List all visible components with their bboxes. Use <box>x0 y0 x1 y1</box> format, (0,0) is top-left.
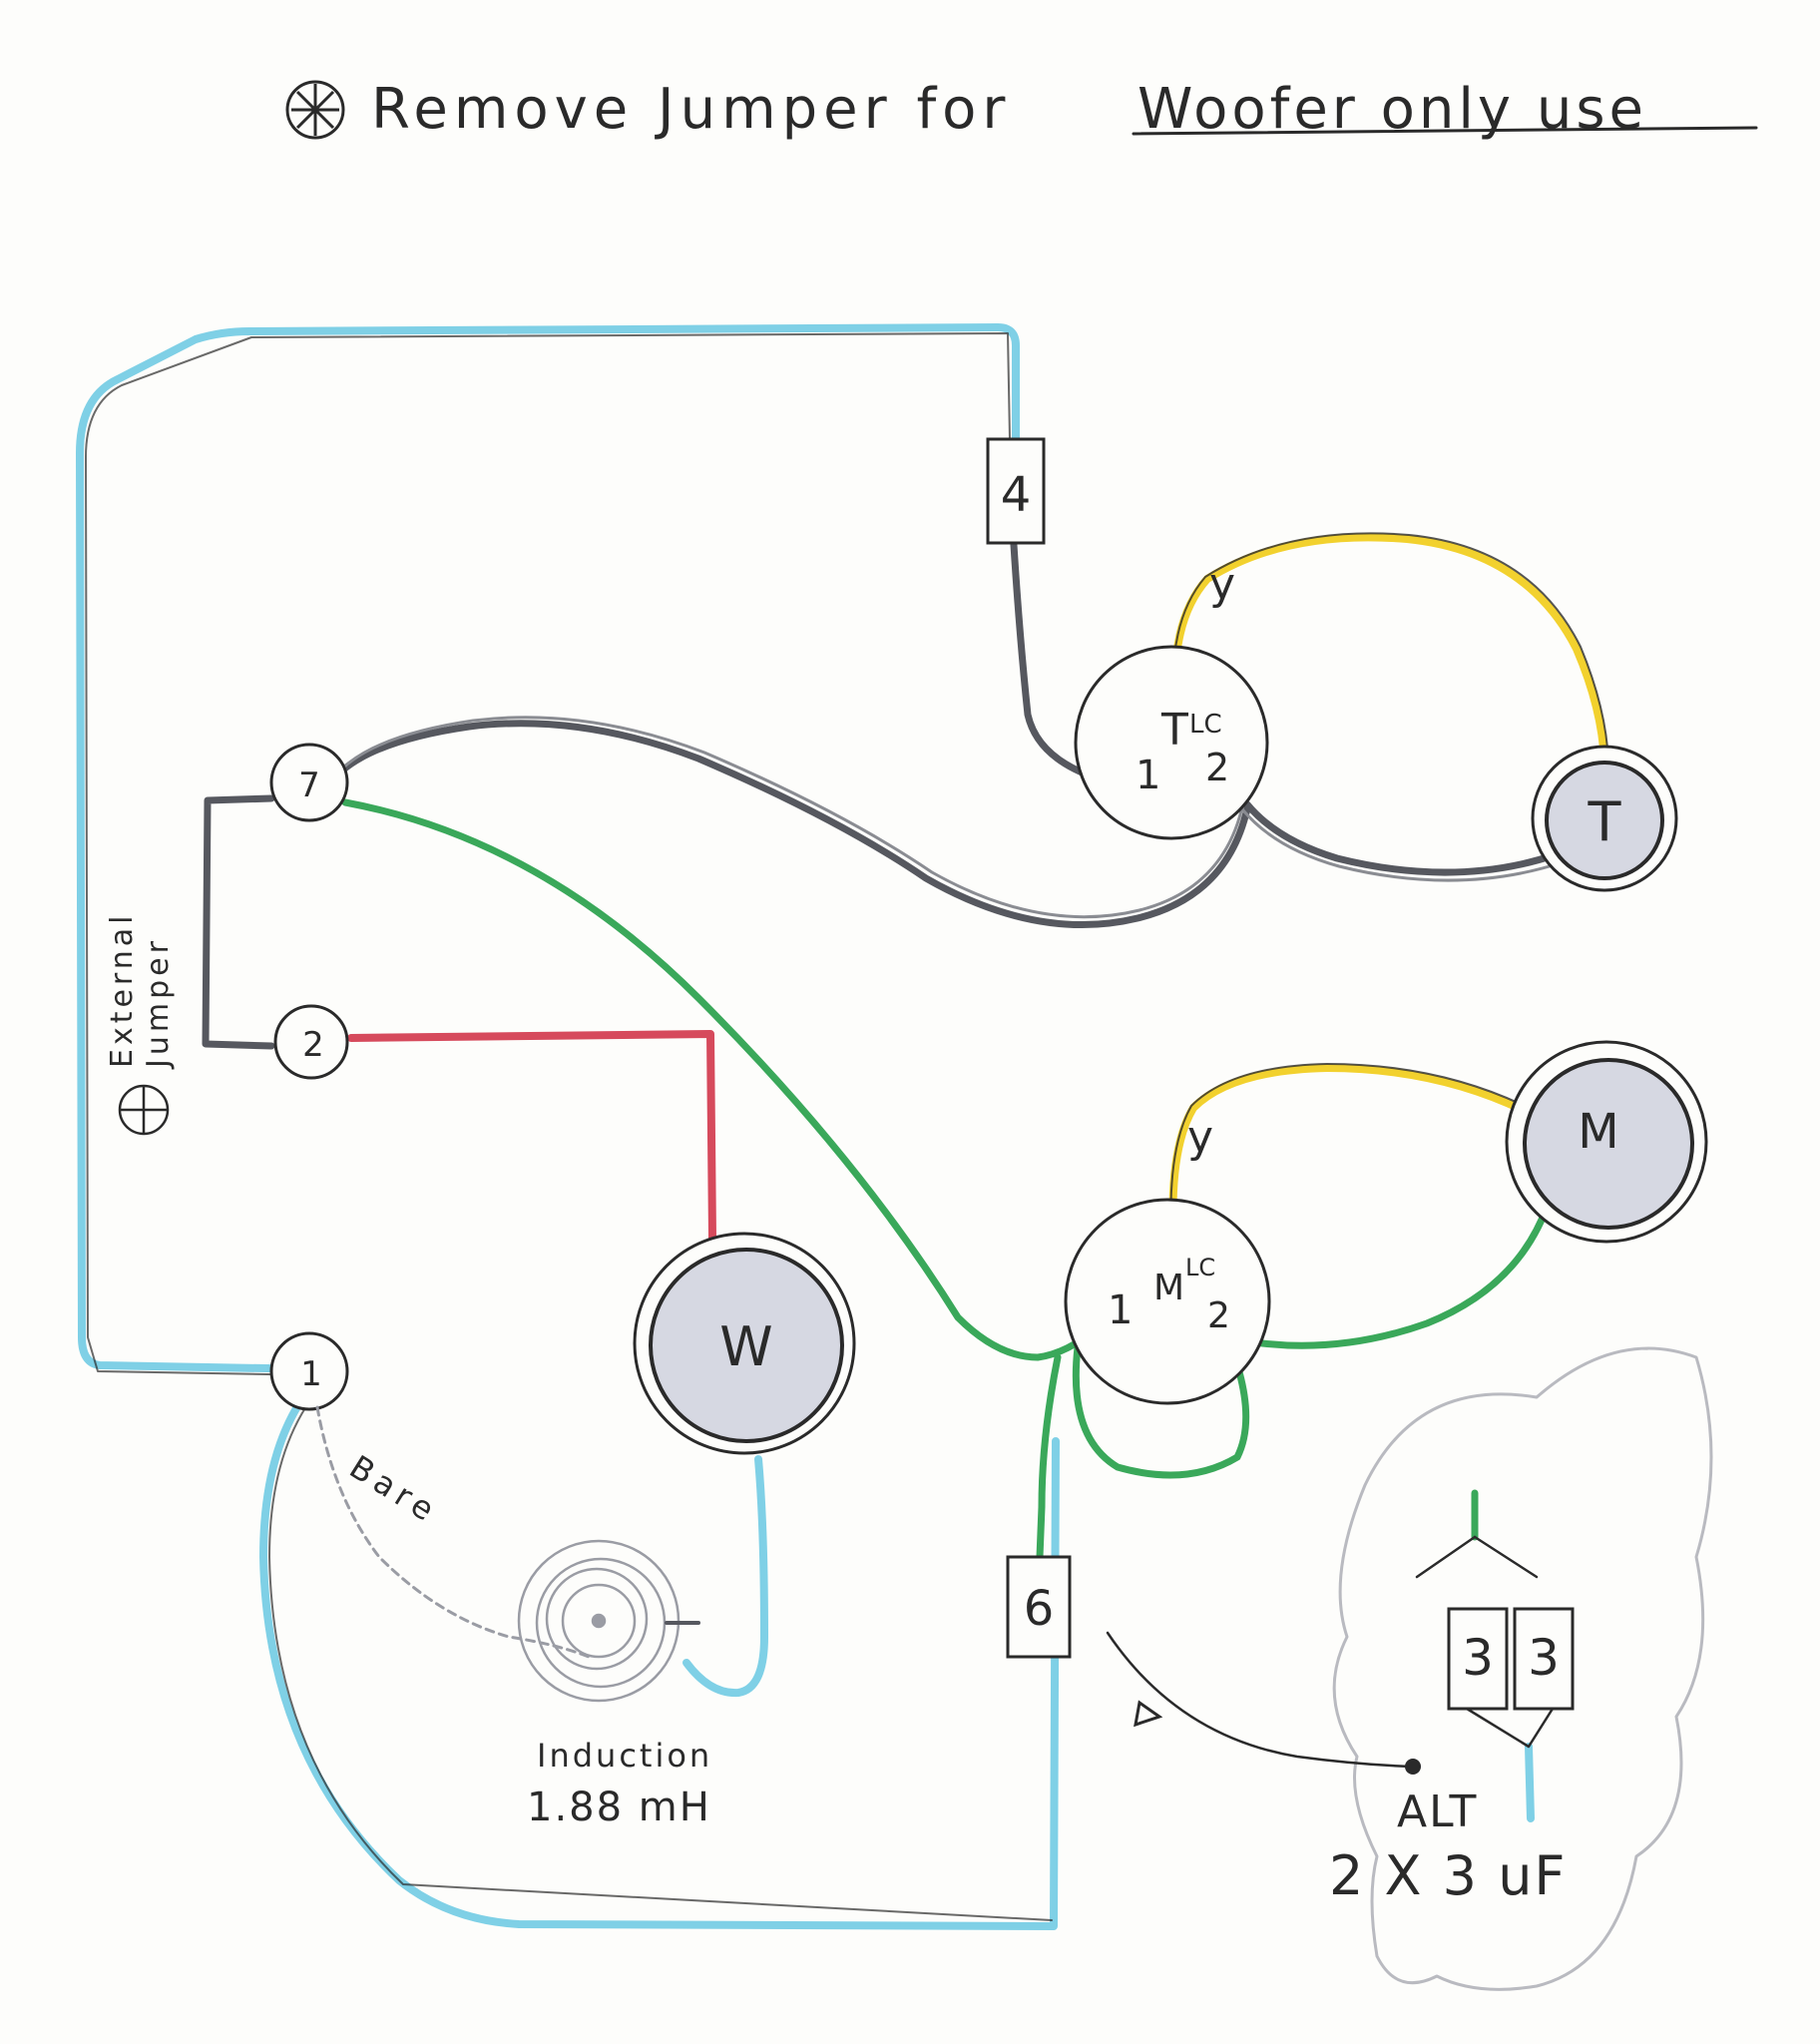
alt-arrow-head-icon <box>1134 1700 1163 1728</box>
woofer-driver: W <box>633 1232 856 1455</box>
tweeter-driver: T <box>1531 745 1678 892</box>
title-text: Remove Jumper for <box>371 77 1011 142</box>
capacitor-a: 3 <box>1447 1607 1509 1711</box>
external-jumper-label-line2: Jumper <box>141 937 176 1070</box>
capacitor-b-label: 3 <box>1528 1629 1560 1687</box>
capacitor-a-label: 3 <box>1462 1629 1494 1687</box>
terminal-7: 7 <box>269 743 349 822</box>
gray-wire-external-jumper <box>202 794 275 1050</box>
red-wire-terminal-2-to-woofer <box>347 1030 716 1242</box>
inductor-coil <box>517 1539 681 1703</box>
asterisk-jumper-icon <box>118 1084 170 1136</box>
blue-wire-terminal-1-to-terminal-6 <box>259 1373 1060 1930</box>
inductor-bare-label: Bare <box>343 1448 446 1532</box>
yellow-wire-tweeter-lc-to-tweeter <box>1170 533 1609 782</box>
green-wires <box>341 798 1551 1561</box>
green-wire-midrange-lc-to-midrange <box>1243 1204 1551 1349</box>
green-wire-midrange-lc-loop <box>1072 1343 1250 1479</box>
blue-wire-loop-to-terminal-4 <box>76 323 1020 1373</box>
inductor-label: Induction <box>537 1737 712 1775</box>
terminal-4: 4 <box>986 437 1046 545</box>
gray-wire-terminal-7-to-tweeter-lc <box>325 720 1251 928</box>
inductor-value-label: 1.88 mH <box>527 1785 711 1830</box>
capacitor-cloud-outline <box>1332 1346 1713 1991</box>
capacitor-bottom-join <box>1465 1707 1555 1749</box>
asterisk-icon <box>285 80 345 140</box>
terminal-6-label: 6 <box>1024 1581 1055 1637</box>
gray-wire-tweeter-lc-to-tweeter <box>1243 800 1561 876</box>
alt-label: ALT <box>1397 1787 1478 1837</box>
capacitor-b: 3 <box>1513 1607 1575 1711</box>
terminal-2-label: 2 <box>302 1025 324 1065</box>
capacitor-top-split <box>1415 1535 1539 1579</box>
gray-wire-terminal-4-to-tweeter-lc <box>1010 541 1102 782</box>
yellow-wires <box>1168 533 1609 1242</box>
tweeter-lc-right-label: 2 <box>1205 746 1229 789</box>
midrange-driver-label: M <box>1578 1104 1618 1160</box>
tweeter-y-label: y <box>1209 559 1235 610</box>
midrange-lc-network: 1 M LC 2 <box>1064 1198 1271 1405</box>
external-jumper-label-line1: External <box>105 912 140 1068</box>
terminal-2: 2 <box>273 1004 349 1080</box>
alt-arrow-line <box>1106 1631 1413 1769</box>
inductor-bare-lead <box>315 1405 591 1659</box>
midrange-lc-center-label: M <box>1153 1268 1184 1308</box>
midrange-lc-sub-label: LC <box>1185 1254 1215 1281</box>
green-wire-terminal-7-to-midrange-lc <box>341 798 1102 1361</box>
terminal-6: 6 <box>1006 1555 1072 1659</box>
terminal-7-label: 7 <box>298 766 320 805</box>
gray-wires <box>202 541 1561 1050</box>
midrange-y-label: y <box>1187 1112 1213 1163</box>
terminal-1-label: 1 <box>300 1354 322 1394</box>
woofer-driver-label: W <box>719 1315 772 1378</box>
blue-wires <box>76 323 1535 1930</box>
tweeter-driver-label: T <box>1588 790 1622 853</box>
terminal-1: 1 <box>269 1331 349 1411</box>
midrange-driver: M <box>1505 1040 1708 1244</box>
alt-connection-dot-icon <box>1405 1759 1421 1775</box>
title-underline <box>1132 126 1758 136</box>
tweeter-lc-sub-label: LC <box>1189 710 1222 740</box>
yellow-wire-midrange-lc-to-midrange <box>1168 1064 1531 1242</box>
tweeter-lc-center-label: T <box>1160 705 1188 756</box>
tweeter-lc-left-label: 1 <box>1136 753 1160 798</box>
terminal-4-label: 4 <box>1001 467 1032 523</box>
midrange-lc-left-label: 1 <box>1108 1287 1133 1333</box>
midrange-lc-right-label: 2 <box>1207 1295 1230 1336</box>
blue-wire-woofer-to-inductor <box>682 1455 768 1698</box>
alt-value-label: 2 X 3 uF <box>1329 1844 1568 1907</box>
blue-wire-cap-bottom <box>1525 1743 1535 1822</box>
green-wire-midrange-lc-to-terminal-6 <box>1036 1353 1062 1561</box>
tweeter-lc-network: 1 T LC 2 <box>1074 645 1269 840</box>
